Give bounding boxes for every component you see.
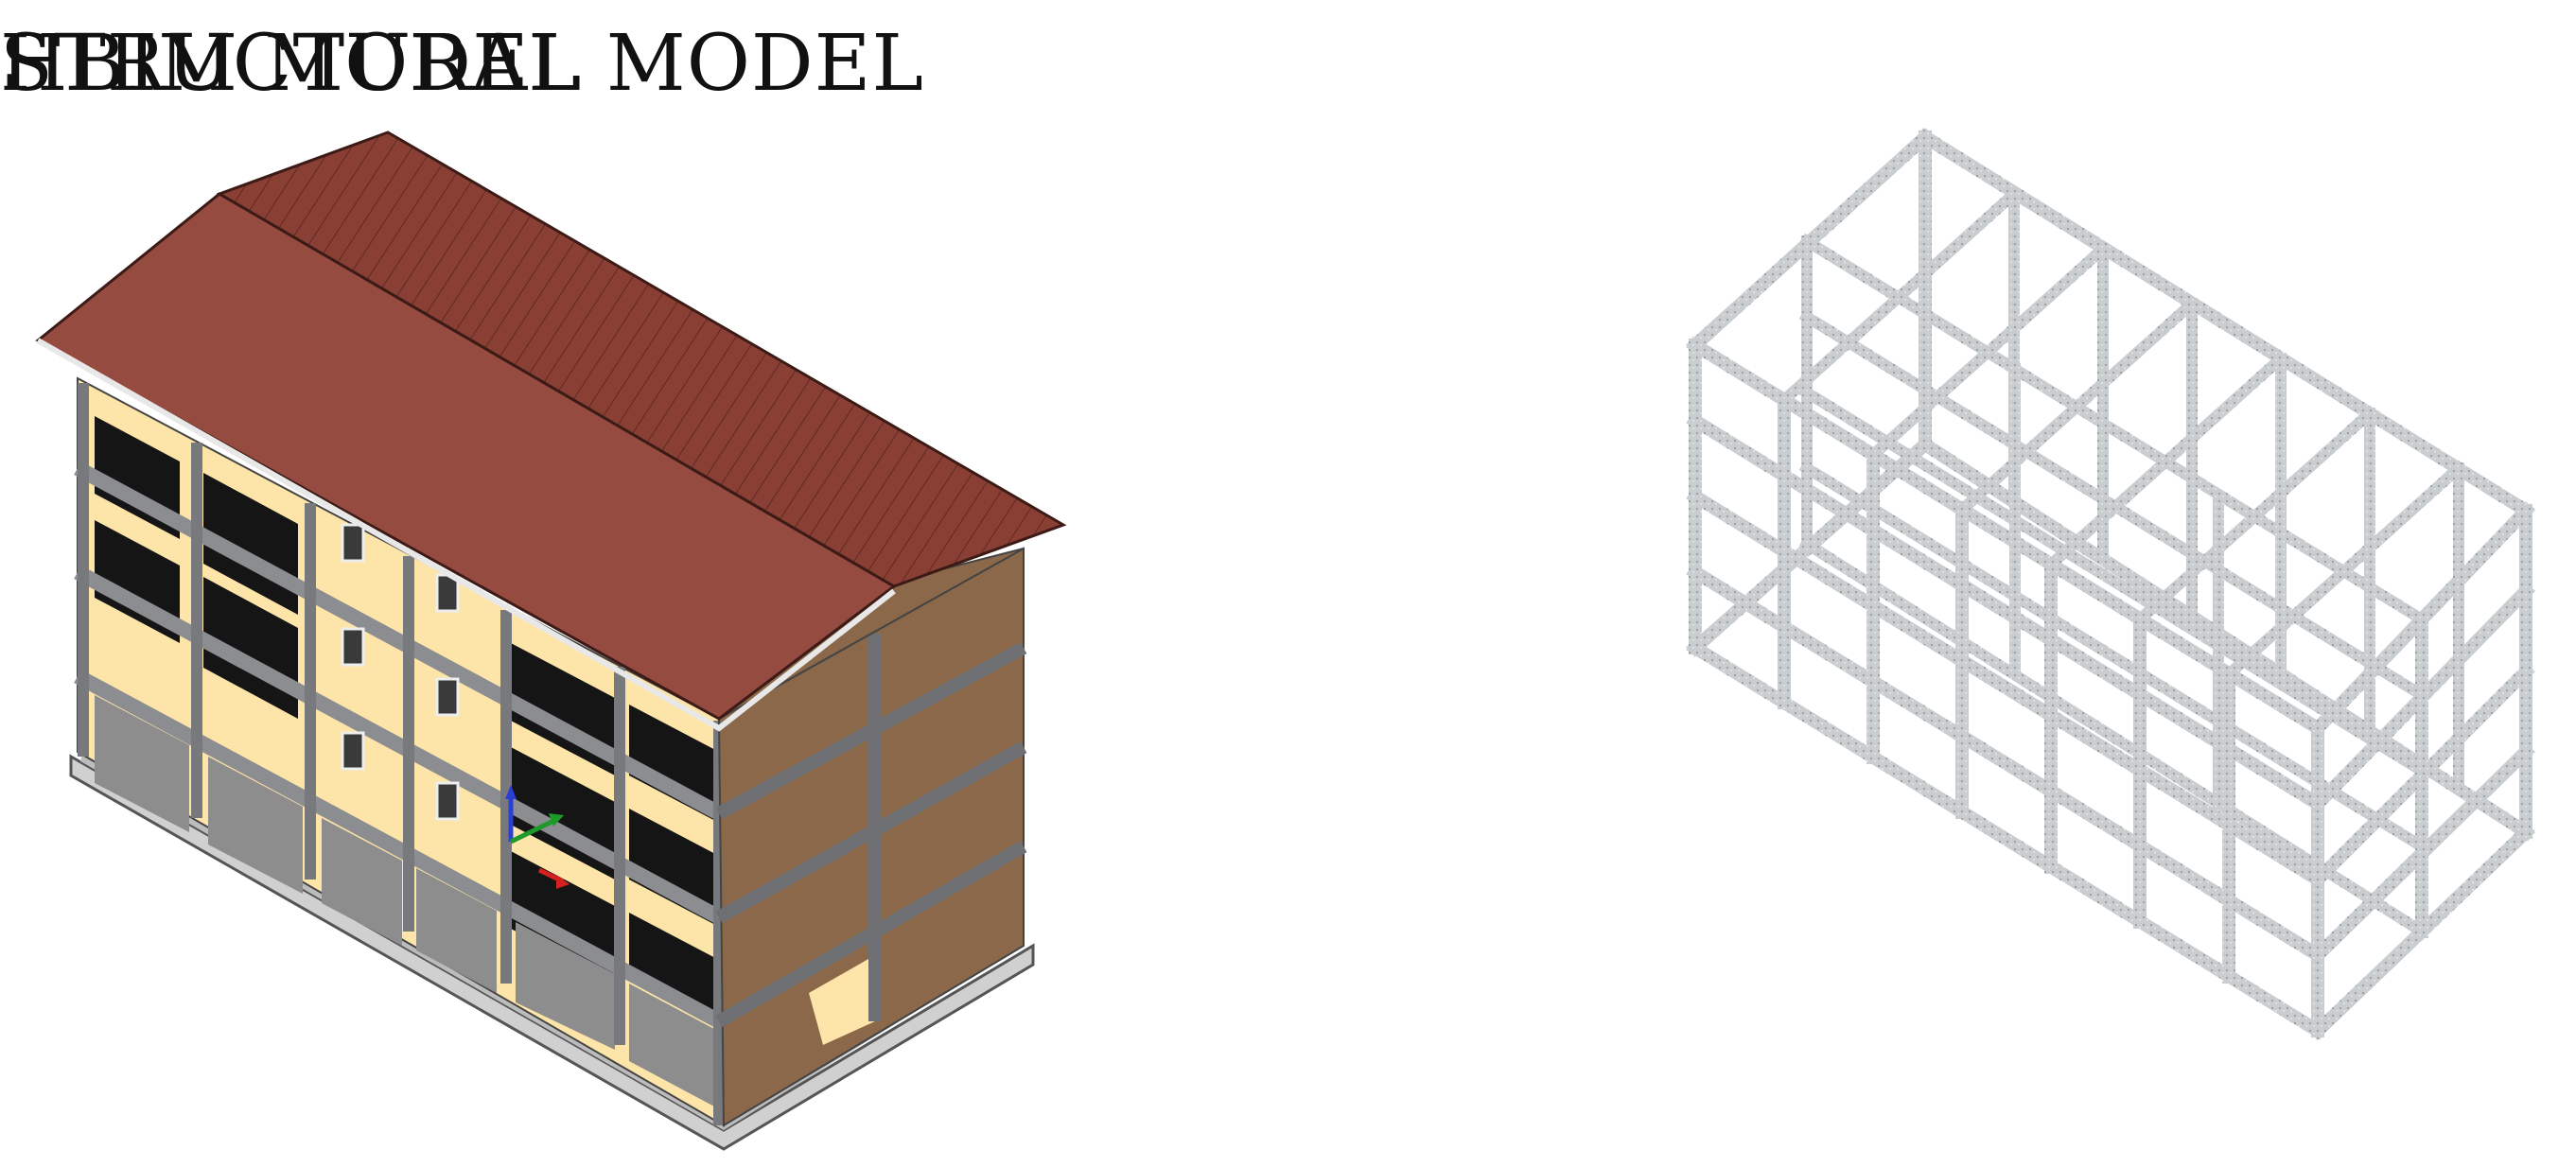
- hbim-model-title: HBIM MODEL: [0, 19, 583, 109]
- frame-transverse-beams: [1776, 185, 2467, 791]
- side-wall-bands: [715, 634, 1027, 1028]
- roof-eave: [36, 338, 896, 732]
- roof-back-slope: [216, 131, 1067, 588]
- hbim-building-model: [35, 131, 1067, 1151]
- structural-model-title: STRUCTURAL MODEL: [0, 19, 924, 109]
- floor-bands: [74, 461, 723, 1029]
- ground-openings: [95, 695, 714, 1106]
- facade-windows: [341, 523, 460, 821]
- frame-front: [1686, 336, 2327, 1040]
- structural-frame-model: [1686, 128, 2535, 1040]
- axis-gizmo-icon: [505, 785, 570, 889]
- side-wall-opening: [809, 955, 875, 1045]
- frame-interior: [1798, 233, 2430, 940]
